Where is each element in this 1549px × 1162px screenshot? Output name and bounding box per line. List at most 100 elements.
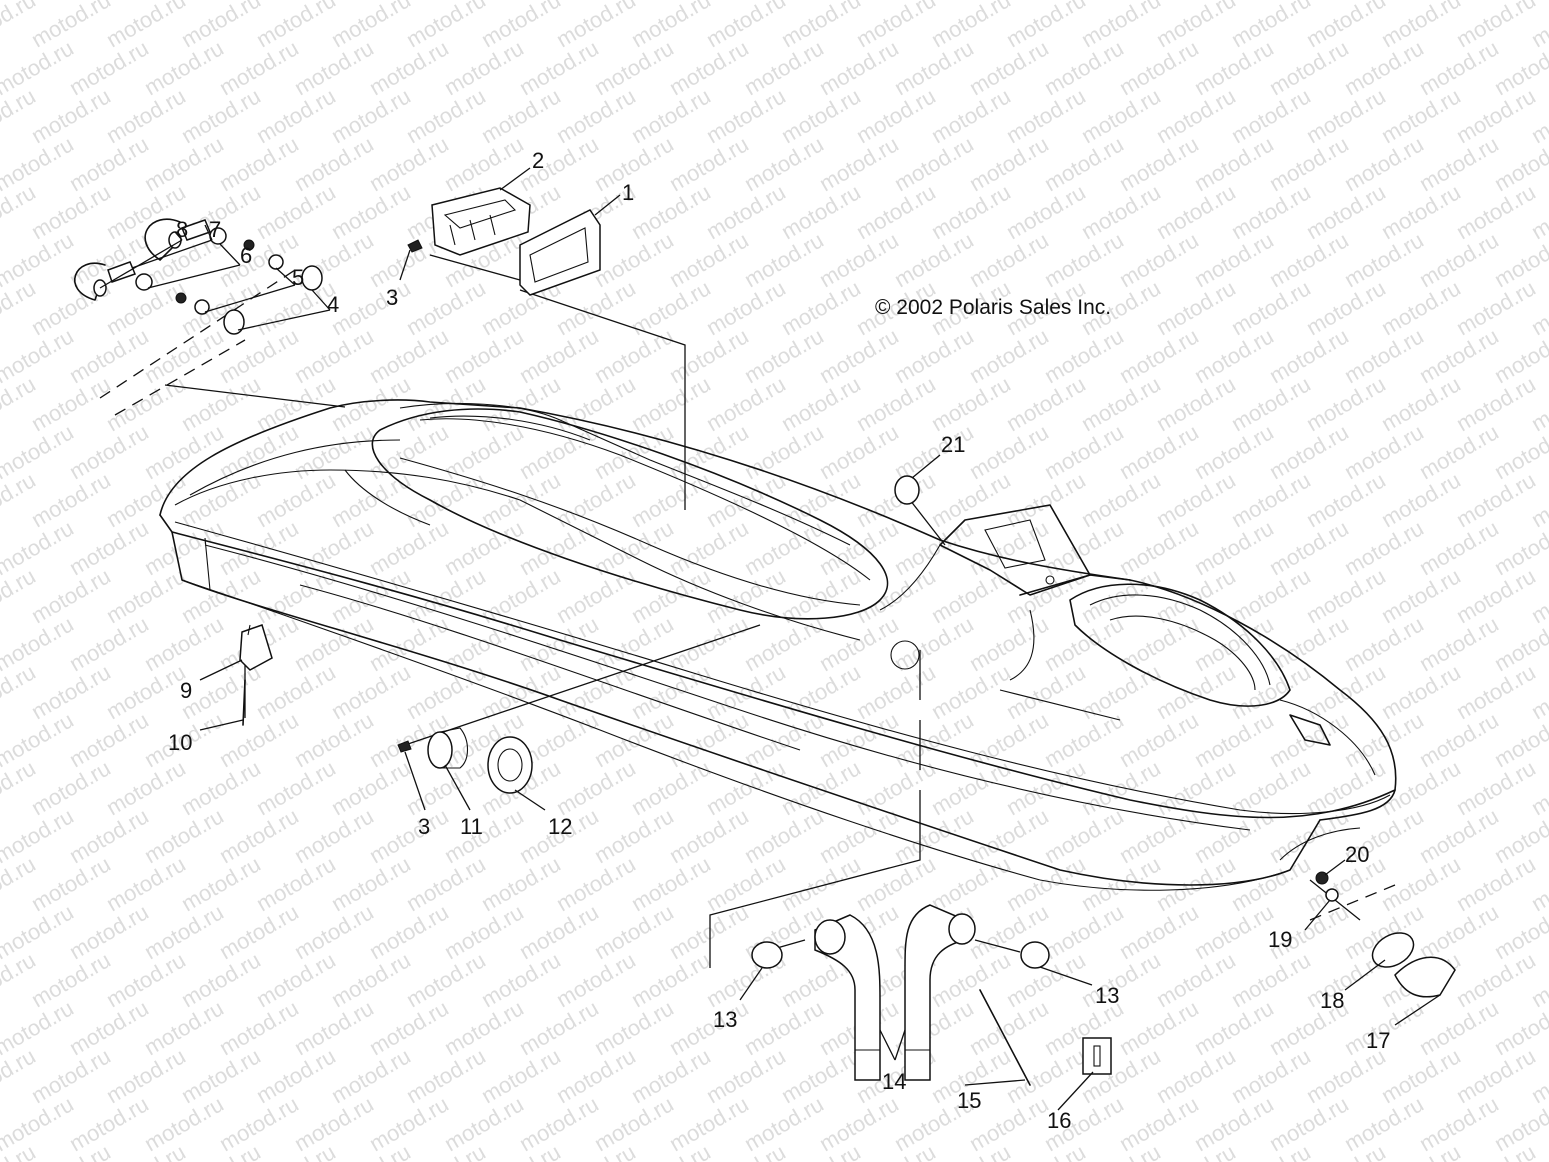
watermark-text: motod.ru: [590, 707, 678, 772]
watermark-text: motod.ru: [1002, 1043, 1090, 1108]
watermark-text: motod.ru: [627, 659, 715, 724]
watermark-text: motod.ru: [590, 1091, 678, 1156]
watermark-text: motod.ru: [777, 467, 865, 532]
watermark-text: motod.ru: [402, 947, 490, 1012]
watermark-text: motod.ru: [1452, 467, 1540, 532]
watermark-text: motod.ru: [1377, 659, 1465, 724]
watermark-text: motod.ru: [1115, 515, 1203, 580]
watermark-text: motod.ru: [1415, 419, 1503, 484]
watermark-text: motod.ru: [1302, 755, 1390, 820]
watermark-text: motod.ru: [927, 83, 1015, 148]
watermark-text: motod.ru: [777, 83, 865, 148]
part-21-o-ring: [894, 475, 920, 505]
watermark-text: motod.ru: [27, 755, 115, 820]
watermark-text: motod.ru: [927, 755, 1015, 820]
watermark-text: motod.ru: [1115, 611, 1203, 676]
watermark-text: motod.ru: [440, 803, 528, 868]
watermark-text: motod.ru: [1040, 227, 1128, 292]
watermark-text: motod.ru: [140, 323, 228, 388]
watermark-text: motod.ru: [627, 947, 715, 1012]
watermark-text: motod.ru: [1115, 35, 1203, 100]
part-5-washers: [194, 254, 284, 315]
watermark-text: motod.ru: [440, 1091, 528, 1156]
watermark-text: motod.ru: [1077, 0, 1165, 52]
watermark-text: motod.ru: [515, 131, 603, 196]
watermark-text: motod.ru: [777, 275, 865, 340]
watermark-text: motod.ru: [1302, 659, 1390, 724]
watermark-text: motod.ru: [252, 659, 340, 724]
watermark-text: motod.ru: [815, 1091, 903, 1156]
watermark-text: motod.ru: [1265, 35, 1353, 100]
watermark-text: motod.ru: [1302, 275, 1390, 340]
watermark-text: motod.ru: [665, 419, 753, 484]
callout-20: 20: [1345, 842, 1369, 867]
watermark-text: motod.ru: [65, 1091, 153, 1156]
watermark-text: motod.ru: [1152, 659, 1240, 724]
watermark-text: motod.ru: [1152, 755, 1240, 820]
watermark-text: motod.ru: [590, 227, 678, 292]
watermark-text: motod.ru: [665, 1091, 753, 1156]
watermark-text: motod.ru: [215, 131, 303, 196]
watermark-text: motod.ru: [590, 419, 678, 484]
watermark-text: motod.ru: [440, 515, 528, 580]
callout-4: 4: [327, 292, 339, 317]
watermark-text: motod.ru: [365, 323, 453, 388]
watermark-text: motod.ru: [440, 995, 528, 1060]
watermark-text: motod.ru: [1190, 323, 1278, 388]
watermark-text: motod.ru: [1002, 83, 1090, 148]
watermark-text: motod.ru: [327, 947, 415, 1012]
watermark-text: motod.ru: [1302, 0, 1390, 52]
callout-18: 18: [1320, 988, 1344, 1013]
watermark-text: motod.ru: [327, 371, 415, 436]
watermark-text: motod.ru: [1452, 563, 1540, 628]
watermark-text: motod.ru: [215, 323, 303, 388]
watermark-text: motod.ru: [1227, 851, 1315, 916]
watermark-text: motod.ru: [1415, 323, 1503, 388]
watermark-text: motod.ru: [402, 1043, 490, 1108]
watermark-text: motod.ru: [477, 83, 565, 148]
watermark-text: motod.ru: [927, 467, 1015, 532]
watermark-text: motod.ru: [1002, 179, 1090, 244]
part-16-label: [1082, 1037, 1112, 1075]
watermark-text: motod.ru: [327, 275, 415, 340]
watermark-text: motod.ru: [365, 131, 453, 196]
watermark-text: motod.ru: [1152, 1043, 1240, 1108]
watermark-text: motod.ru: [852, 371, 940, 436]
part-3-screw-top: [407, 239, 423, 253]
watermark-text: motod.ru: [102, 1043, 190, 1108]
watermark-text: motod.ru: [252, 851, 340, 916]
watermark-text: motod.ru: [365, 35, 453, 100]
watermark-text: motod.ru: [927, 563, 1015, 628]
callout-13-right: 13: [1095, 983, 1119, 1008]
watermark-text: motod.ru: [65, 899, 153, 964]
watermark-text: motod.ru: [1340, 131, 1428, 196]
part-12-flange: [487, 736, 533, 794]
watermark-text: motod.ru: [27, 179, 115, 244]
callout-16: 16: [1047, 1108, 1071, 1133]
watermark-text: motod.ru: [27, 371, 115, 436]
watermark-text: motod.ru: [740, 131, 828, 196]
watermark-text: motod.ru: [327, 83, 415, 148]
watermark-text: motod.ru: [365, 1091, 453, 1156]
watermark-text: motod.ru: [552, 275, 640, 340]
watermark-text: motod.ru: [1452, 83, 1540, 148]
watermark-text: motod.ru: [552, 563, 640, 628]
watermark-text: motod.ru: [1227, 275, 1315, 340]
watermark-text: motod.ru: [1152, 563, 1240, 628]
part-7-fittings: [107, 219, 211, 283]
watermark-text: motod.ru: [965, 803, 1053, 868]
watermark-text: motod.ru: [815, 707, 903, 772]
watermark-text: motod.ru: [590, 995, 678, 1060]
watermark-text: motod.ru: [1377, 755, 1465, 820]
watermark-text: motod.ru: [1152, 371, 1240, 436]
watermark-text: motod.ru: [1377, 0, 1465, 52]
watermark-text: motod.ru: [1302, 179, 1390, 244]
watermark-text: motod.ru: [140, 1091, 228, 1156]
watermark-text: motod.ru: [927, 179, 1015, 244]
watermark-text: motod.ru: [1002, 659, 1090, 724]
watermark-text: motod.ru: [965, 707, 1053, 772]
watermark-text: motod.ru: [1040, 803, 1128, 868]
watermark-text: motod.ru: [1002, 467, 1090, 532]
watermark-text: motod.ru: [65, 35, 153, 100]
